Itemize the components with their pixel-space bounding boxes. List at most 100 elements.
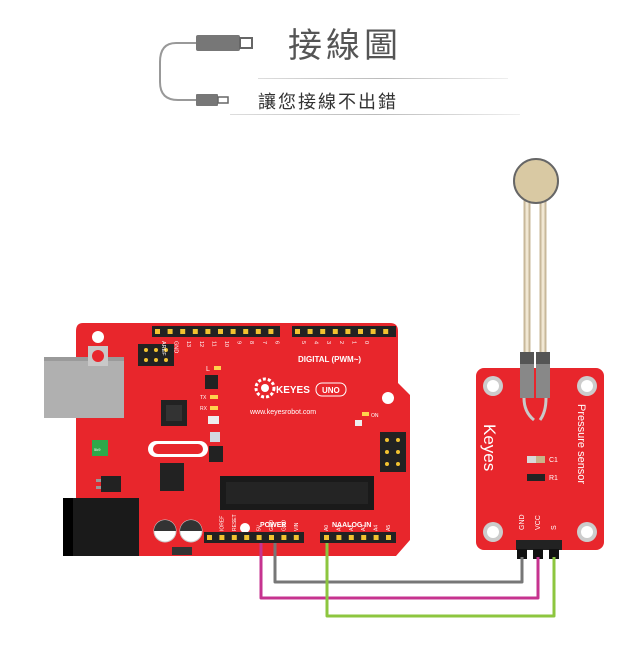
digital-pin-label: 4 [313,341,319,344]
analog-pin-label: A3 [361,525,367,531]
header-pin [336,535,342,540]
pressure-disc [513,158,559,204]
digital-pin-label: 0 [363,341,369,344]
digital-pin-label: 5 [300,341,306,344]
header-pin [218,329,223,334]
header-pin [370,329,376,334]
wire-5v [259,543,540,600]
header-pin [361,535,367,540]
url-text: www.keyesrobot.com [249,409,316,416]
power-pin-label: VIN [294,522,300,531]
module-pin-label: GND [519,514,526,530]
digital-pin-label: 2 [338,341,344,344]
header-pin [307,329,313,334]
header-pin [295,329,300,334]
wires [259,543,556,618]
digital-header-right [292,326,396,337]
r1-label: R1 [549,475,558,482]
header-pin [383,329,389,334]
header-pin [219,535,225,540]
subtitle-divider [230,114,520,115]
power-pin-label: GND [281,520,287,532]
header-pin [255,329,261,334]
header-pin [230,329,236,334]
analog-label: NAALOG IN [332,522,371,529]
header-pin [180,329,186,334]
header-pin [386,535,391,540]
power-pin-label: IOREF [219,516,225,531]
analog-pin-label: A4 [374,525,380,531]
header-pin [256,535,262,540]
header-pin [293,535,299,540]
mounting-hole [240,523,250,533]
usb-port [44,357,124,418]
digital-pin-label: 6 [273,341,279,344]
model-badge [315,382,347,397]
analog-header [320,532,396,543]
module-pin-label: S [551,525,558,530]
usb-mcu-chip [161,400,187,426]
header-pin [205,329,211,334]
wire-gnd [273,543,524,584]
module-brand: Keyes [480,424,499,471]
module-name: Pressure sensor [575,404,587,484]
power-pin-label: RESET [232,514,238,531]
svg-text:5k9: 5k9 [94,447,101,452]
header-pin [332,329,338,334]
digital-pin-label: 9 [236,341,242,344]
led-l [214,366,221,370]
brand-text: KEYES [276,385,310,396]
digital-label: DIGITAL (PWM~) [298,355,361,364]
power-pin-label: GND [269,520,275,532]
header: 接線圖 讓您接線不出錯 [0,0,629,130]
power-pin-label: 3V [244,524,250,531]
rx-label: RX [200,406,208,412]
digital-pin-label: AREF [160,341,166,356]
header-pin [167,329,173,334]
on-label: ON [371,413,379,419]
usb-cable-icon [159,35,253,106]
digital-pin-label: 3 [325,341,331,344]
header-pin [348,535,354,540]
header-pin [244,535,250,540]
digital-pin-label: 7 [261,341,267,344]
digital-pin-label: 12 [198,341,204,347]
page-title: 接線圖 [288,26,402,66]
module-pin-label: VCC [535,515,542,530]
sensor-header [516,540,562,550]
pressure-sensor: C1 R1 Keyes Pressure sensor GND VCC S [476,158,604,559]
analog-pin-label: A0 [324,525,330,531]
digital-pin-label: GND [173,341,179,353]
tx-label: TX [200,395,207,401]
power-pin-label: 5V [257,524,263,531]
header-pin [243,329,249,334]
led-l-label: L [206,366,210,373]
power-header [204,532,304,543]
header-pin [320,329,326,334]
mounting-hole [92,331,104,343]
c1-label: C1 [549,457,558,464]
header-pin [207,535,212,540]
page-subtitle: 讓您接線不出錯 [258,92,398,113]
header-pin [269,535,274,540]
header-pin [281,535,287,540]
power-label: POWER [260,522,286,529]
digital-pin-label: 1 [350,341,356,344]
analog-pin-label: A1 [336,525,342,531]
icsp-header-right [380,432,406,472]
header-pin [358,329,363,334]
icsp-header [138,344,174,366]
mounting-hole [382,392,394,404]
digital-header-left [152,326,280,337]
digital-pin-label: 8 [248,341,254,344]
keyes-logo-icon [254,377,276,399]
power-jack [63,498,139,556]
header-pin [373,535,379,540]
title-divider [258,78,508,79]
wire-signal [325,543,556,618]
header-pin [155,329,160,334]
green-component [92,440,108,456]
header-pin [268,329,274,334]
